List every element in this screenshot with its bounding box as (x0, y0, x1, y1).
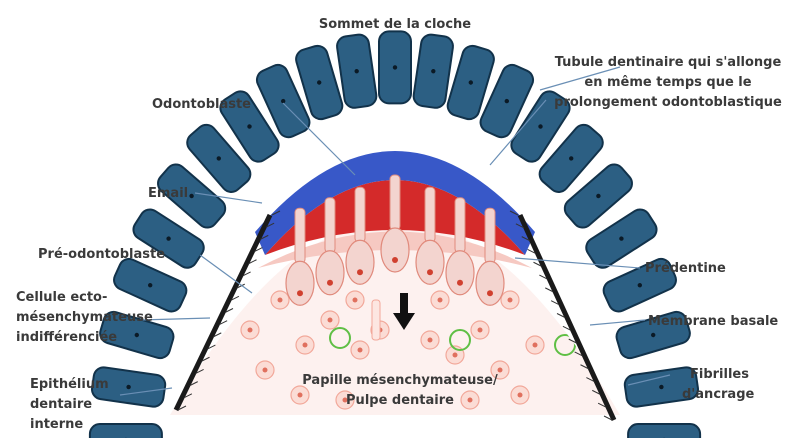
odontoblast-process (355, 187, 365, 242)
label-fibrilles-line1: Fibrilles (690, 367, 749, 382)
pulp-cell-nucleus (438, 298, 443, 303)
odontoblast-nucleus (327, 280, 333, 286)
odontoblast-nucleus (297, 290, 303, 296)
odontoblast-body (476, 261, 504, 305)
odontoblast-nucleus (357, 269, 363, 275)
label-email: Email (148, 186, 188, 201)
pulp-cell-nucleus (358, 348, 363, 353)
pulp-cell-nucleus (453, 353, 458, 358)
odontoblast-nucleus (392, 257, 398, 263)
label-sommet: Sommet de la cloche (319, 17, 471, 32)
pulp-cell-nucleus (298, 393, 303, 398)
label-odontoblaste: Odontoblaste (152, 97, 251, 112)
label-fibrilles-line2: d'ancrage (682, 387, 755, 402)
label-epithelium-line2: dentaire (30, 397, 92, 412)
odontoblast-process (425, 187, 435, 242)
label-cellule-line2: mésenchymateuse (16, 310, 153, 325)
pulp-cell-nucleus (518, 393, 523, 398)
label-epithelium-line3: interne (30, 417, 83, 432)
epithelial-cell (379, 31, 411, 103)
odontoblast-process (295, 208, 305, 263)
label-membrane-basale: Membrane basale (648, 314, 778, 329)
odontoblast-process (455, 198, 465, 253)
odontoblast-body (446, 251, 474, 295)
pulp-cell-nucleus (353, 298, 358, 303)
label-epithelium-line1: Epithélium (30, 377, 109, 392)
odontoblast-nucleus (457, 280, 463, 286)
odontoblast-body (381, 228, 409, 272)
odontoblast-process (325, 198, 335, 253)
odontoblast-body (316, 251, 344, 295)
label-papille-line2: Pulpe dentaire (346, 393, 454, 408)
pulp-cell-nucleus (498, 368, 503, 373)
label-cellule-line1: Cellule ecto- (16, 290, 107, 305)
label-papille-line1: Papille mésenchymateuse/ (302, 373, 498, 388)
epithelial-cell (336, 33, 378, 109)
pulp-cell-nucleus (328, 318, 333, 323)
odontoblast-body (346, 240, 374, 284)
pulp-cell-nucleus (533, 343, 538, 348)
pulp-cell-nucleus (428, 338, 433, 343)
label-predentine: Prédentine (645, 261, 726, 276)
label-tubule-line3: prolongement odontoblastique (554, 95, 782, 110)
epithelial-cell (628, 424, 700, 438)
label-pre-odontoblaste: Pré-odontoblaste (38, 247, 165, 262)
pulp-cell-nucleus (303, 343, 308, 348)
odontoblast-body (286, 261, 314, 305)
pulp-cell-nucleus (468, 398, 473, 403)
epithelial-cell-nucleus (393, 65, 397, 69)
pulp-cell-nucleus (508, 298, 513, 303)
label-tubule-line2: en même temps que le (584, 75, 751, 90)
pulp-cell-nucleus (263, 368, 268, 373)
epithelial-cell-body (628, 424, 700, 438)
epithelial-cell (90, 424, 162, 438)
epithelial-cell (412, 33, 454, 109)
pulp-cell-nucleus (478, 328, 483, 333)
odontoblast-process (390, 175, 400, 230)
epithelial-cell-body (90, 424, 162, 438)
odontoblast-nucleus (487, 290, 493, 296)
label-tubule-line1: Tubule dentinaire qui s'allonge (555, 55, 782, 70)
pulp-cell-nucleus (278, 298, 283, 303)
odontoblast-body (416, 240, 444, 284)
odontoblast-process (485, 208, 495, 263)
pulp-cell-nucleus (248, 328, 253, 333)
odontoblast-nucleus (427, 269, 433, 275)
label-cellule-line3: indifférenciée (16, 330, 117, 345)
capillary (372, 300, 380, 340)
